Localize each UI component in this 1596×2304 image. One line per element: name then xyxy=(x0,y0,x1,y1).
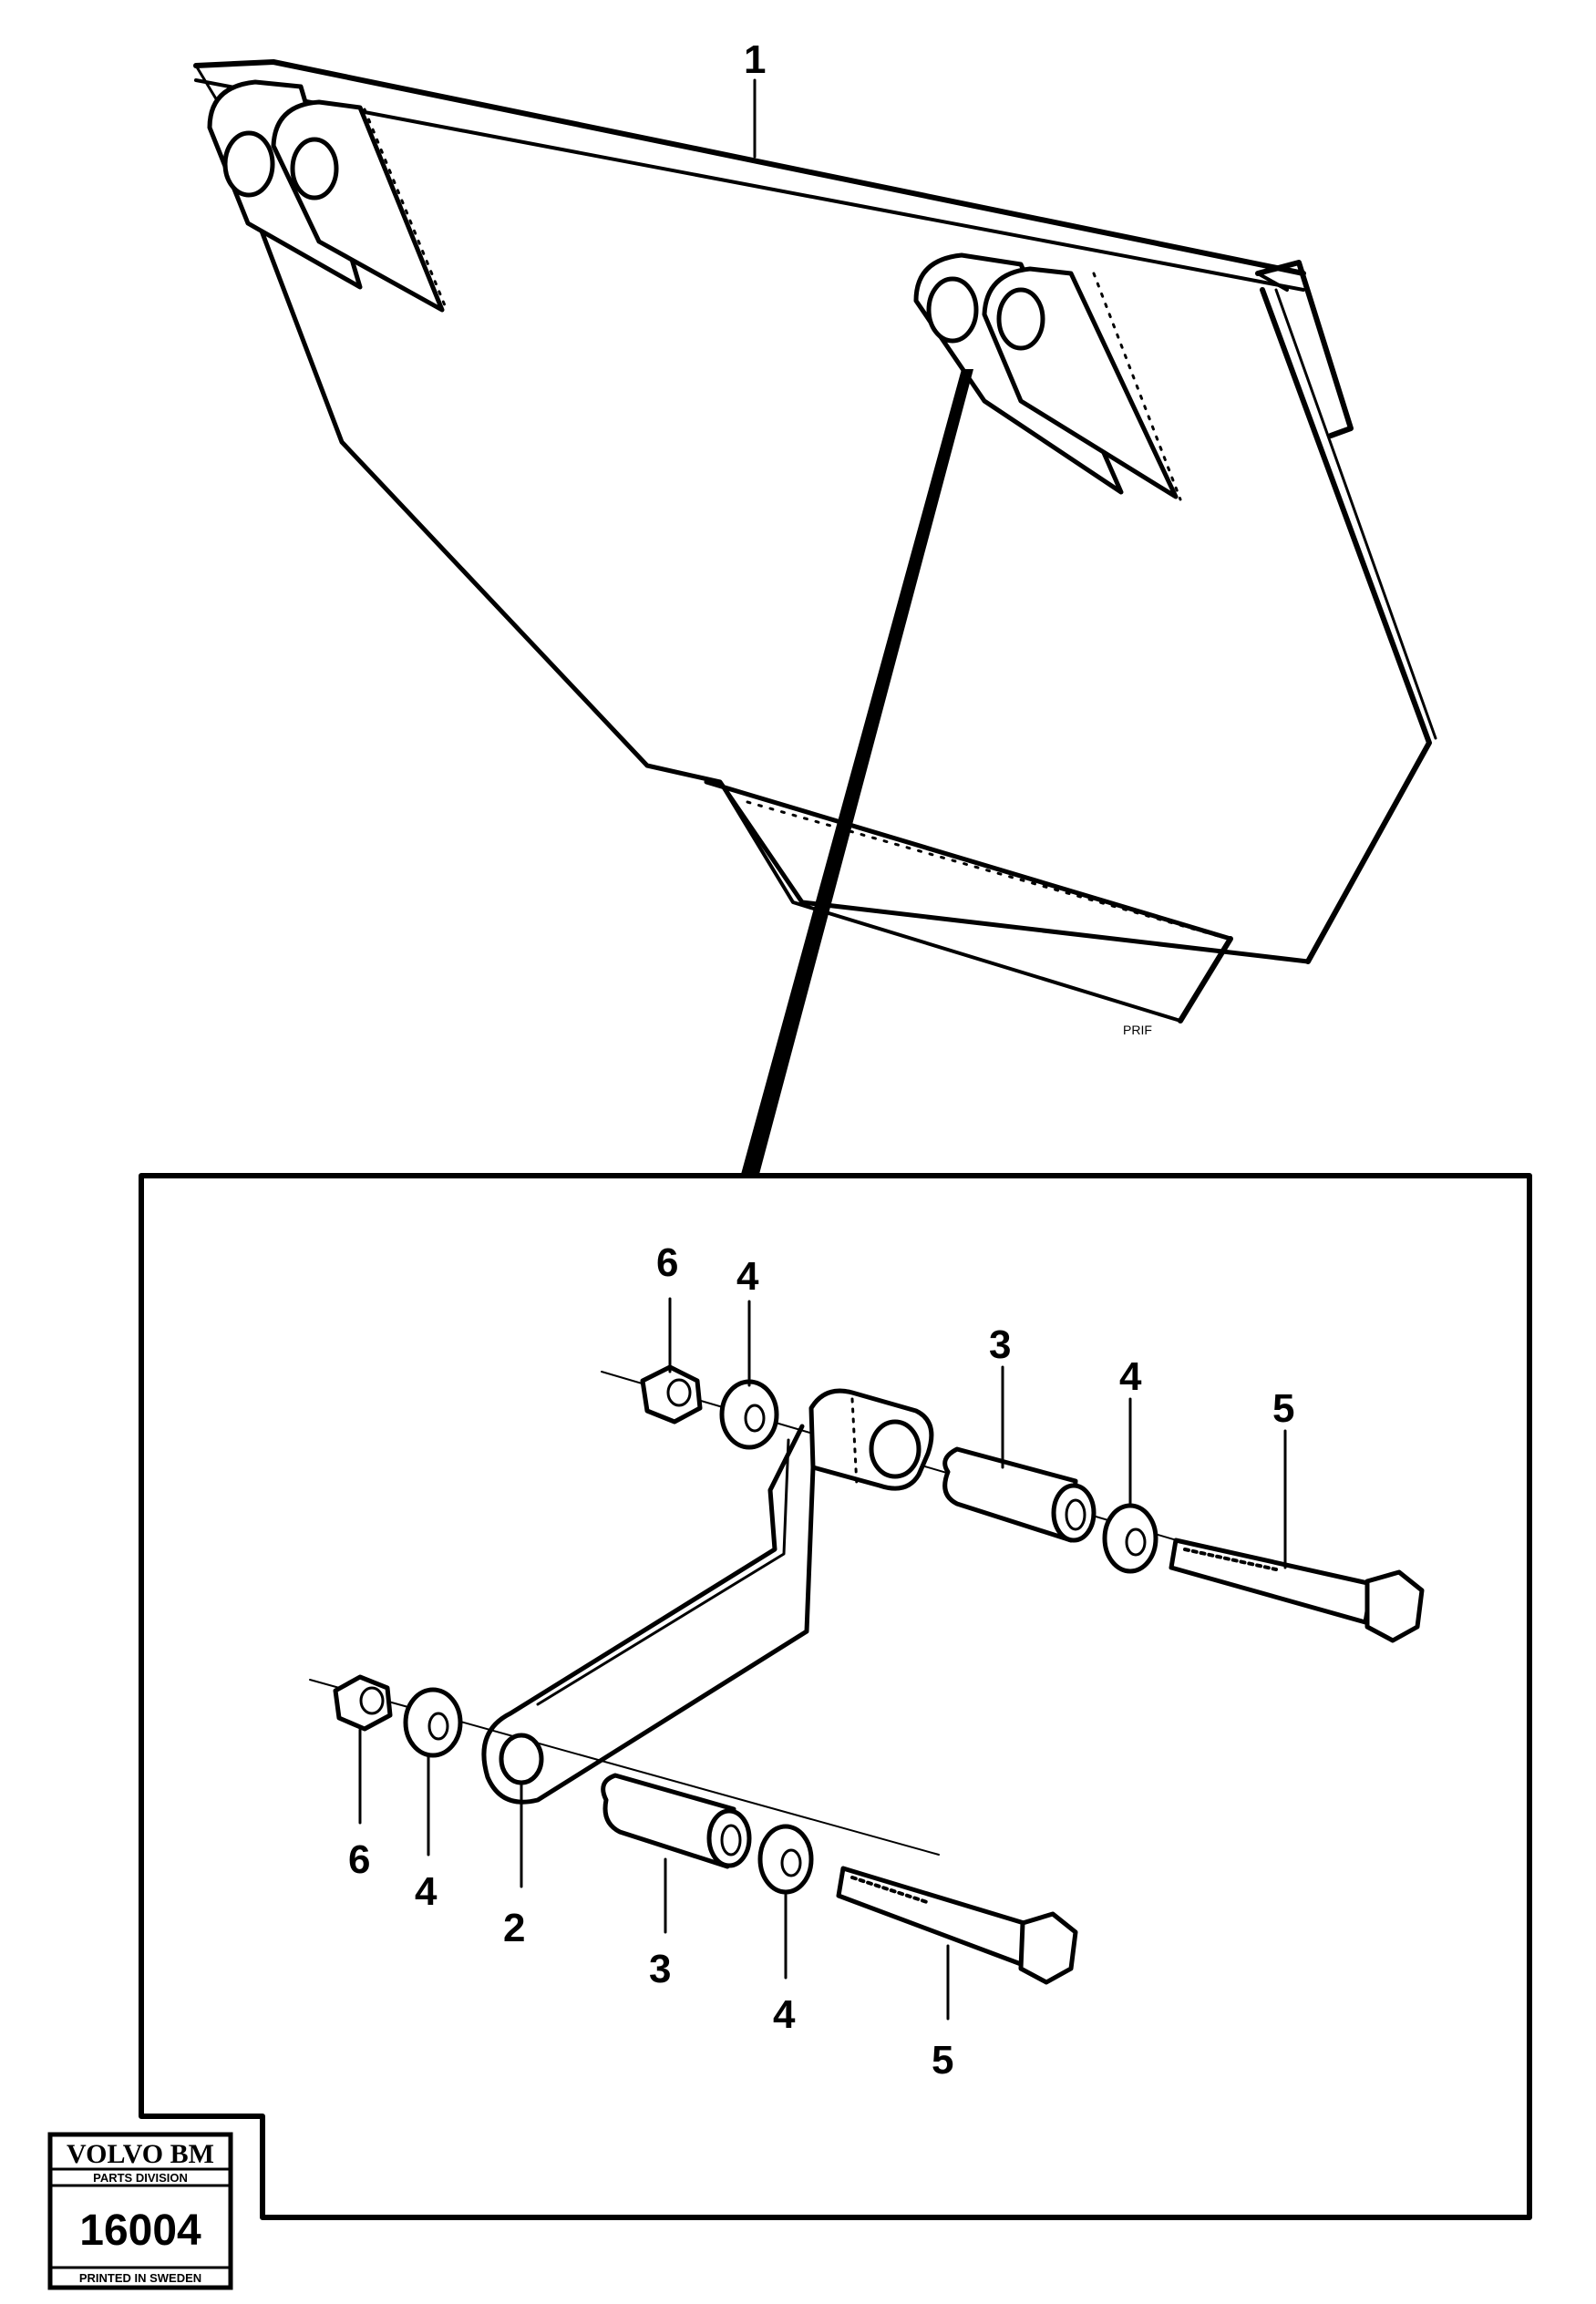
callout-bushing-upper: 3 xyxy=(989,1322,1011,1367)
callout-washer-lower-right: 4 xyxy=(773,1992,796,2037)
stamp-brand: VOLVO BM xyxy=(67,2139,214,2169)
callout-bolt-lower: 5 xyxy=(932,2038,953,2083)
washer-upper-left xyxy=(719,1379,779,1450)
volvo-stamp: VOLVO BM PARTS DIVISION 16004 PRINTED IN… xyxy=(47,2132,233,2290)
bolt-upper xyxy=(1169,1538,1425,1643)
arm-part xyxy=(481,1388,934,1805)
callout-frame: 1 xyxy=(744,37,766,82)
washer-lower-right xyxy=(757,1824,814,1895)
detail-leader xyxy=(740,369,973,1178)
callout-arm: 2 xyxy=(503,1906,525,1950)
callout-nut-lower: 6 xyxy=(348,1837,370,1882)
bushing-upper xyxy=(942,1446,1097,1543)
stamp-number: 16004 xyxy=(79,2206,201,2255)
callout-washer-lower-left: 4 xyxy=(415,1869,438,1914)
small-mark: PRIF xyxy=(1123,1023,1152,1037)
washer-lower-left xyxy=(403,1687,463,1758)
callout-washer-upper-right: 4 xyxy=(1119,1354,1142,1399)
bushing-lower xyxy=(601,1773,752,1869)
callout-bushing-lower: 3 xyxy=(649,1947,671,1991)
stamp-division: PARTS DIVISION xyxy=(93,2171,188,2185)
callout-bolt-upper: 5 xyxy=(1272,1386,1294,1431)
callout-washer-upper-left: 4 xyxy=(736,1254,759,1299)
callout-nut-upper: 6 xyxy=(656,1240,678,1285)
detail-exploded-view xyxy=(309,1364,1425,1985)
washer-upper-right xyxy=(1102,1503,1158,1574)
nut-upper xyxy=(640,1364,703,1425)
detail-frame xyxy=(139,1173,1532,2220)
frame-assembly: PRIF xyxy=(193,59,1437,1037)
callout-labels: 1 6 4 3 4 5 6 4 2 3 4 5 xyxy=(348,37,1294,2083)
callout-leaders xyxy=(358,78,1287,2021)
nut-lower xyxy=(333,1674,393,1732)
stamp-country: PRINTED IN SWEDEN xyxy=(79,2271,201,2285)
left-pivot-lug xyxy=(207,79,448,313)
right-pivot-lug xyxy=(913,252,1182,501)
bolt-lower xyxy=(836,1866,1078,1985)
